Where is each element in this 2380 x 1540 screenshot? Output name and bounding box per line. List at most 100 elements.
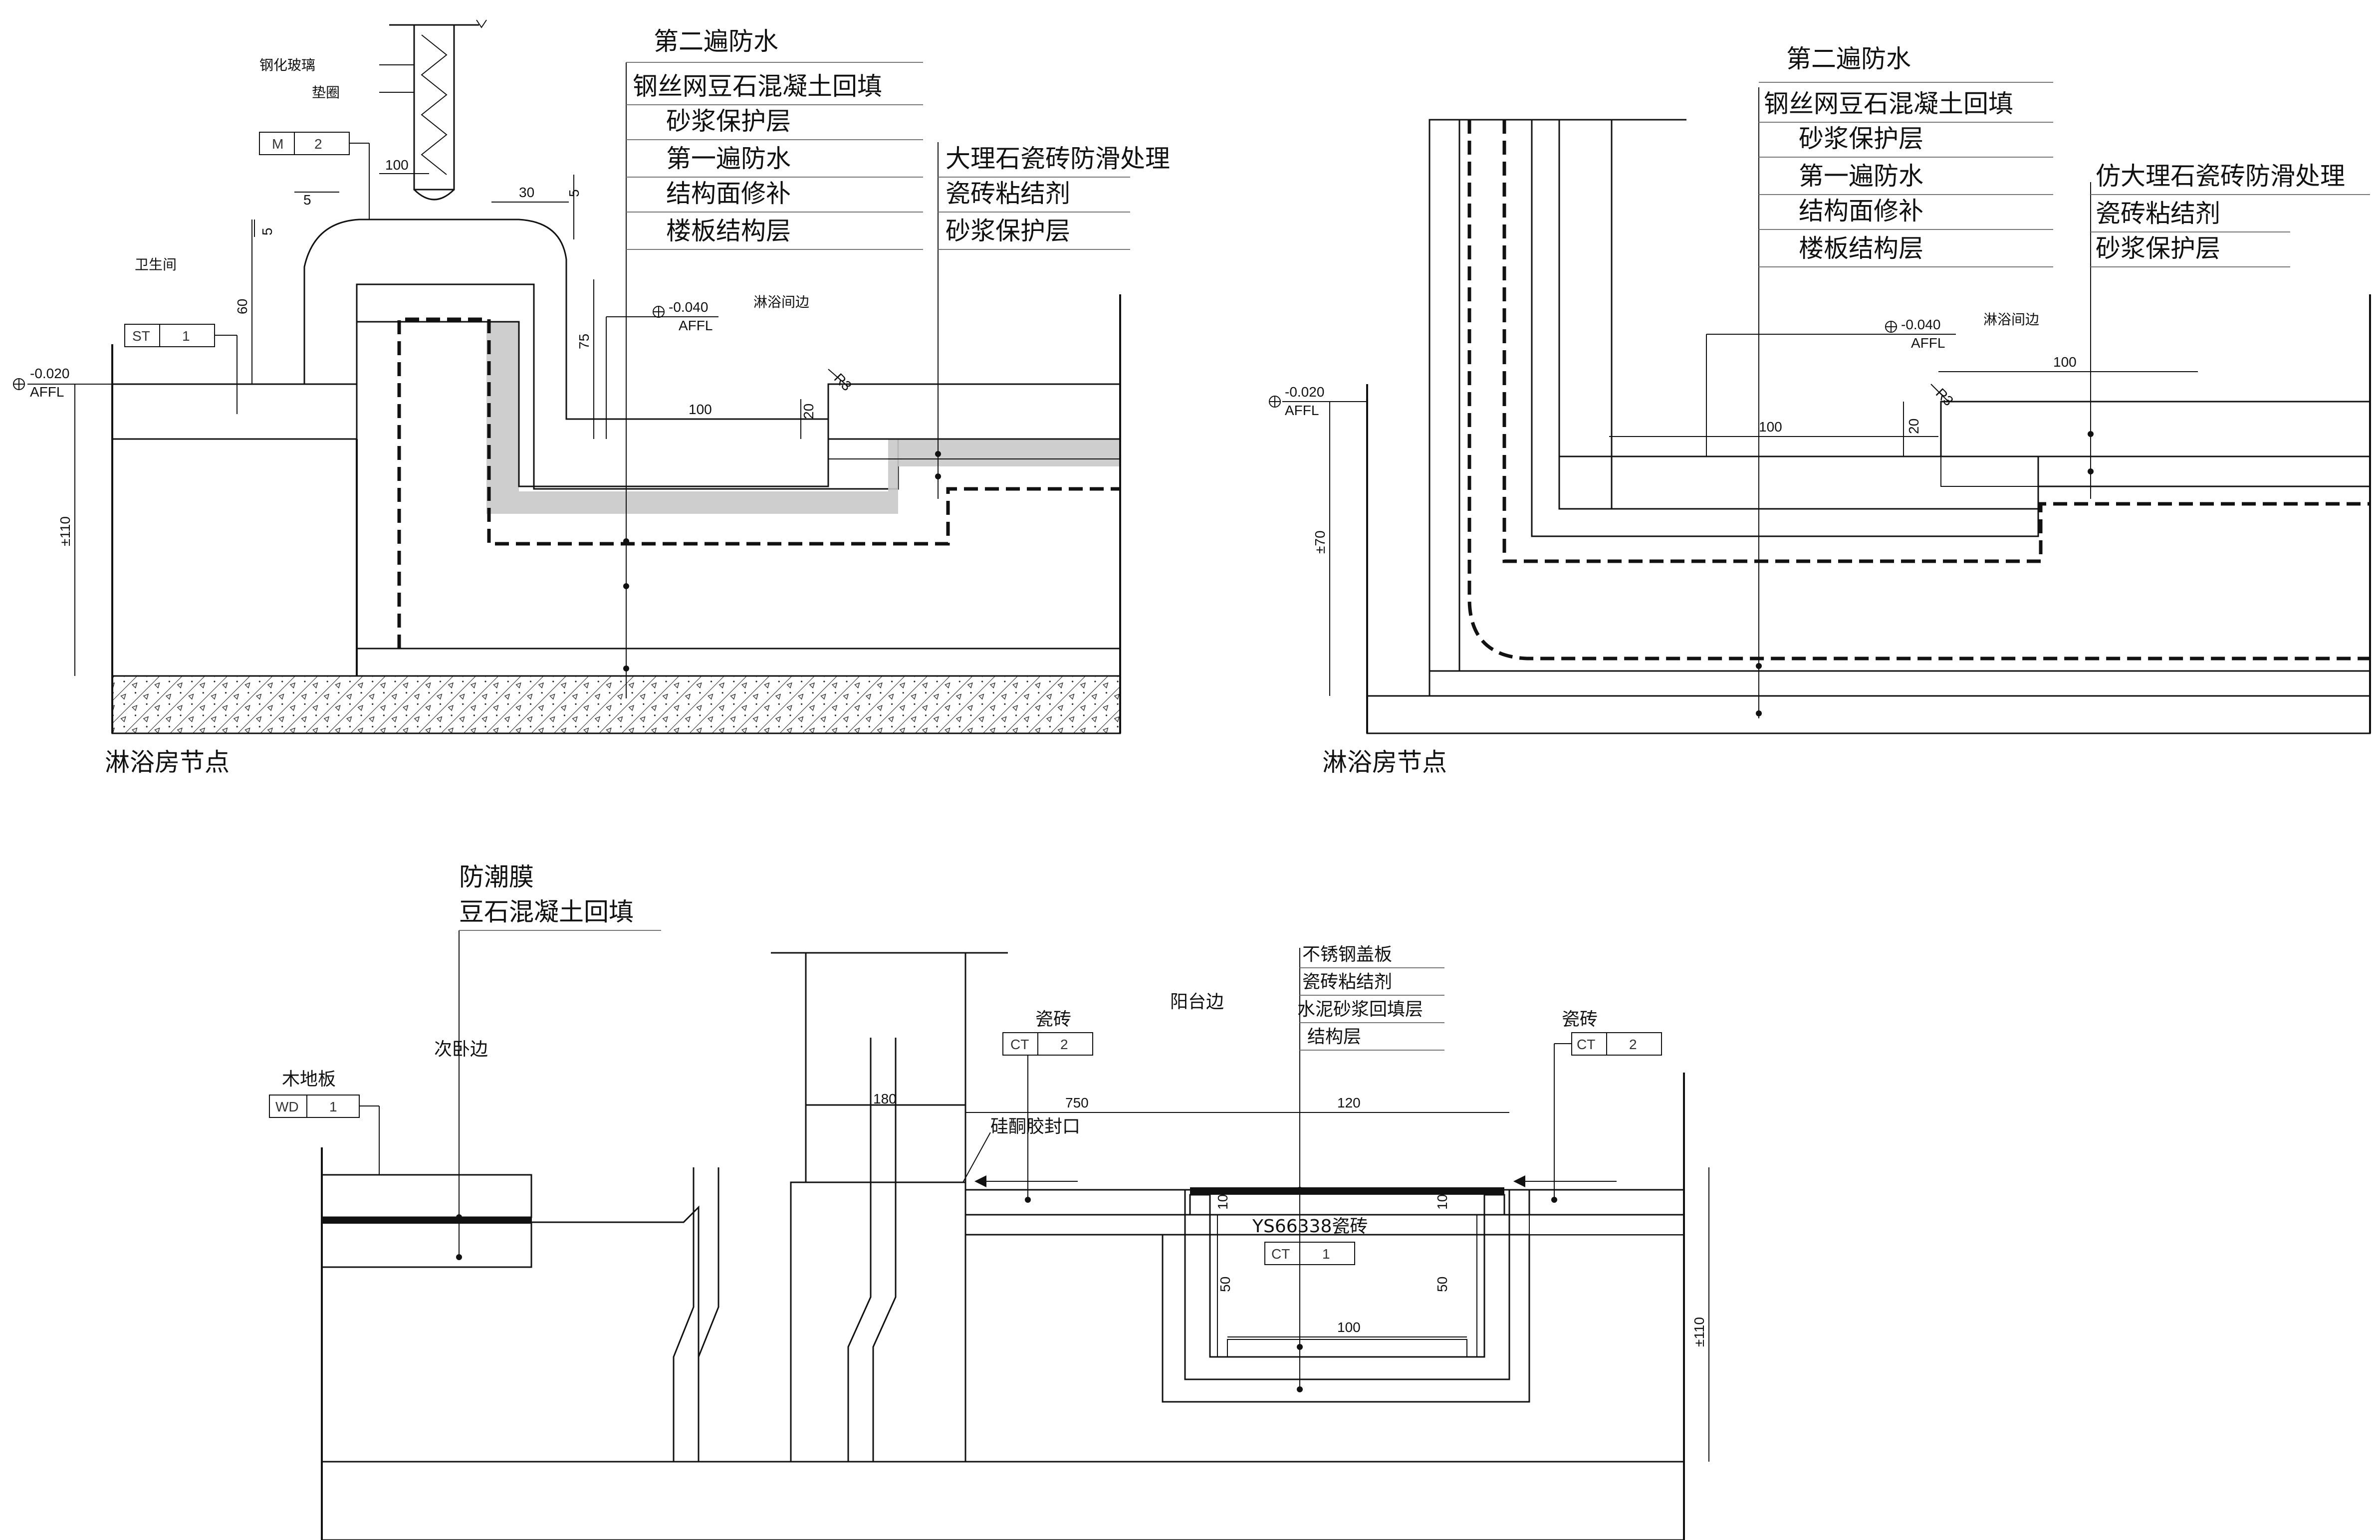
layer-text: 砂浆保护层 bbox=[2096, 234, 2220, 263]
svg-text:AFFL: AFFL bbox=[1911, 335, 1945, 351]
svg-text:-0.020: -0.020 bbox=[1285, 384, 1324, 400]
svg-text:20: 20 bbox=[1906, 419, 1921, 434]
svg-text:CT: CT bbox=[1577, 1037, 1595, 1052]
svg-text:120: 120 bbox=[1337, 1095, 1361, 1110]
svg-text:R3: R3 bbox=[1933, 385, 1956, 409]
layer-text: 仿大理石瓷砖防滑处理 bbox=[2096, 162, 2345, 191]
layer-text: 瓷砖粘结剂 bbox=[946, 179, 1070, 208]
svg-text:180: 180 bbox=[873, 1091, 897, 1106]
layer-text: 第二遍防水 bbox=[654, 27, 778, 56]
layer-text: 防潮膜 bbox=[459, 863, 534, 891]
svg-text:ST: ST bbox=[132, 328, 150, 344]
dims-2: 100 100 20 R3 ±70 bbox=[1312, 354, 2198, 696]
label-tile-right: 瓷砖 bbox=[1562, 1009, 1598, 1030]
tag-ct2-left: CT 2 bbox=[1002, 1032, 1093, 1203]
svg-text:-0.040: -0.040 bbox=[669, 299, 708, 315]
svg-text:100: 100 bbox=[1337, 1320, 1361, 1335]
label-silicone-seal: 硅酮胶封口 bbox=[990, 1116, 1080, 1137]
waterproof-line bbox=[1502, 120, 2370, 563]
wood-floor bbox=[321, 1174, 532, 1218]
svg-text:±110: ±110 bbox=[57, 516, 73, 546]
label-gasket: 垫圈 bbox=[312, 84, 340, 101]
svg-text:R3: R3 bbox=[831, 370, 855, 394]
detail-1 bbox=[111, 19, 1121, 734]
layer-text: 瓷砖粘结剂 bbox=[2096, 199, 2220, 228]
mortar-layer bbox=[357, 322, 1120, 514]
layer-list-left-2: 第二遍防水 钢丝网豆石混凝土回填 砂浆保护层 第一遍防水 结构面修补 楼板结构层 bbox=[1759, 44, 2053, 267]
layer-text: 砂浆保护层 bbox=[1799, 124, 1923, 153]
steel-cover-plate bbox=[1190, 1187, 1504, 1195]
floor-tile bbox=[1558, 455, 2039, 510]
tag-m2: M 2 bbox=[259, 132, 370, 220]
svg-text:M: M bbox=[272, 136, 283, 152]
layer-text: 豆石混凝土回填 bbox=[459, 897, 634, 926]
svg-text:CT: CT bbox=[1271, 1246, 1290, 1262]
svg-text:1: 1 bbox=[182, 328, 190, 344]
detail-2 bbox=[1366, 87, 2371, 734]
svg-text:2: 2 bbox=[1629, 1037, 1637, 1052]
wall-tile bbox=[1558, 119, 1613, 510]
label-wood-floor: 木地板 bbox=[282, 1069, 336, 1090]
label-second-bedroom-edge: 次卧边 bbox=[434, 1039, 488, 1060]
detail-title-1: 淋浴房节点 bbox=[105, 748, 230, 777]
wall-mortar bbox=[1428, 119, 1460, 672]
layer-text: 第一遍防水 bbox=[1799, 162, 1923, 191]
detail-3 bbox=[321, 930, 1685, 1540]
svg-text:75: 75 bbox=[576, 334, 592, 349]
svg-text:100: 100 bbox=[2053, 354, 2077, 370]
svg-text:5: 5 bbox=[259, 227, 275, 235]
curb-stone bbox=[303, 219, 829, 487]
svg-text:-0.040: -0.040 bbox=[1901, 317, 1940, 332]
label-balcony-edge: 阳台边 bbox=[1170, 992, 1224, 1012]
structure-slab bbox=[321, 1461, 1685, 1540]
layer-text: 结构层 bbox=[1307, 1027, 1361, 1047]
floor-slab bbox=[1366, 695, 2371, 734]
dims-3: 180 750 120 10 10 50 50 100 ±110 bbox=[806, 1091, 1709, 1462]
label-bathroom: 卫生间 bbox=[135, 256, 177, 273]
svg-text:2: 2 bbox=[1060, 1037, 1068, 1052]
screed-strip bbox=[356, 648, 1121, 677]
layer-text: 大理石瓷砖防滑处理 bbox=[946, 144, 1170, 173]
layer-text: 结构面修补 bbox=[1799, 197, 1923, 225]
layer-text: 钢丝网豆石混凝土回填 bbox=[1764, 89, 2013, 118]
layer-text: 不锈钢盖板 bbox=[1302, 944, 1392, 965]
svg-text:100: 100 bbox=[1759, 419, 1782, 435]
label-tempered-glass: 钢化玻璃 bbox=[259, 57, 315, 73]
level-mark-2b: -0.040 AFFL bbox=[1706, 317, 1956, 456]
tag-wd1: WD 1 bbox=[269, 1095, 380, 1175]
tag-ct1: CT 1 bbox=[1264, 1242, 1355, 1265]
bathroom-floor bbox=[111, 383, 358, 440]
layer-text: 第一遍防水 bbox=[666, 144, 791, 173]
wall bbox=[805, 952, 966, 1183]
svg-text:50: 50 bbox=[1217, 1277, 1233, 1292]
svg-text:10: 10 bbox=[1215, 1194, 1230, 1210]
tag-st1: ST 1 bbox=[124, 324, 238, 414]
svg-text:100: 100 bbox=[385, 157, 409, 173]
tag-ct2-right: CT 2 bbox=[1551, 1032, 1662, 1203]
layer-text: 瓷砖粘结剂 bbox=[1302, 972, 1392, 992]
svg-text:CT: CT bbox=[1010, 1037, 1029, 1052]
layer-list-drain-3: 不锈钢盖板 瓷砖粘结剂 水泥砂浆回填层 结构层 bbox=[1297, 944, 1444, 1051]
svg-text:5: 5 bbox=[566, 189, 582, 197]
svg-text:AFFL: AFFL bbox=[30, 384, 64, 400]
svg-text:750: 750 bbox=[1065, 1095, 1089, 1110]
svg-text:60: 60 bbox=[235, 299, 250, 314]
layer-text: 砂浆保护层 bbox=[666, 107, 791, 136]
label-shower-edge-2: 淋浴间边 bbox=[1983, 311, 2039, 328]
layer-text: 楼板结构层 bbox=[666, 217, 791, 245]
label-tile-code: YS66338瓷砖 bbox=[1252, 1216, 1368, 1237]
layer-text: 楼板结构层 bbox=[1799, 234, 1923, 263]
svg-text:10: 10 bbox=[1434, 1194, 1450, 1210]
layer-text: 砂浆保护层 bbox=[946, 217, 1070, 245]
svg-text:2: 2 bbox=[314, 136, 322, 152]
layer-text: 第二遍防水 bbox=[1786, 44, 1911, 73]
svg-text:1: 1 bbox=[329, 1099, 337, 1114]
level-mark-1b: -0.040 AFFL bbox=[606, 299, 718, 439]
waterproof-line bbox=[397, 317, 1120, 649]
trench bbox=[1162, 1235, 1530, 1403]
layer-list-top-3: 防潮膜 豆石混凝土回填 bbox=[459, 863, 661, 931]
label-shower-edge-1: 淋浴间边 bbox=[753, 294, 809, 310]
detail-title-2: 淋浴房节点 bbox=[1322, 748, 1447, 777]
concrete-backfill bbox=[964, 1234, 1685, 1463]
